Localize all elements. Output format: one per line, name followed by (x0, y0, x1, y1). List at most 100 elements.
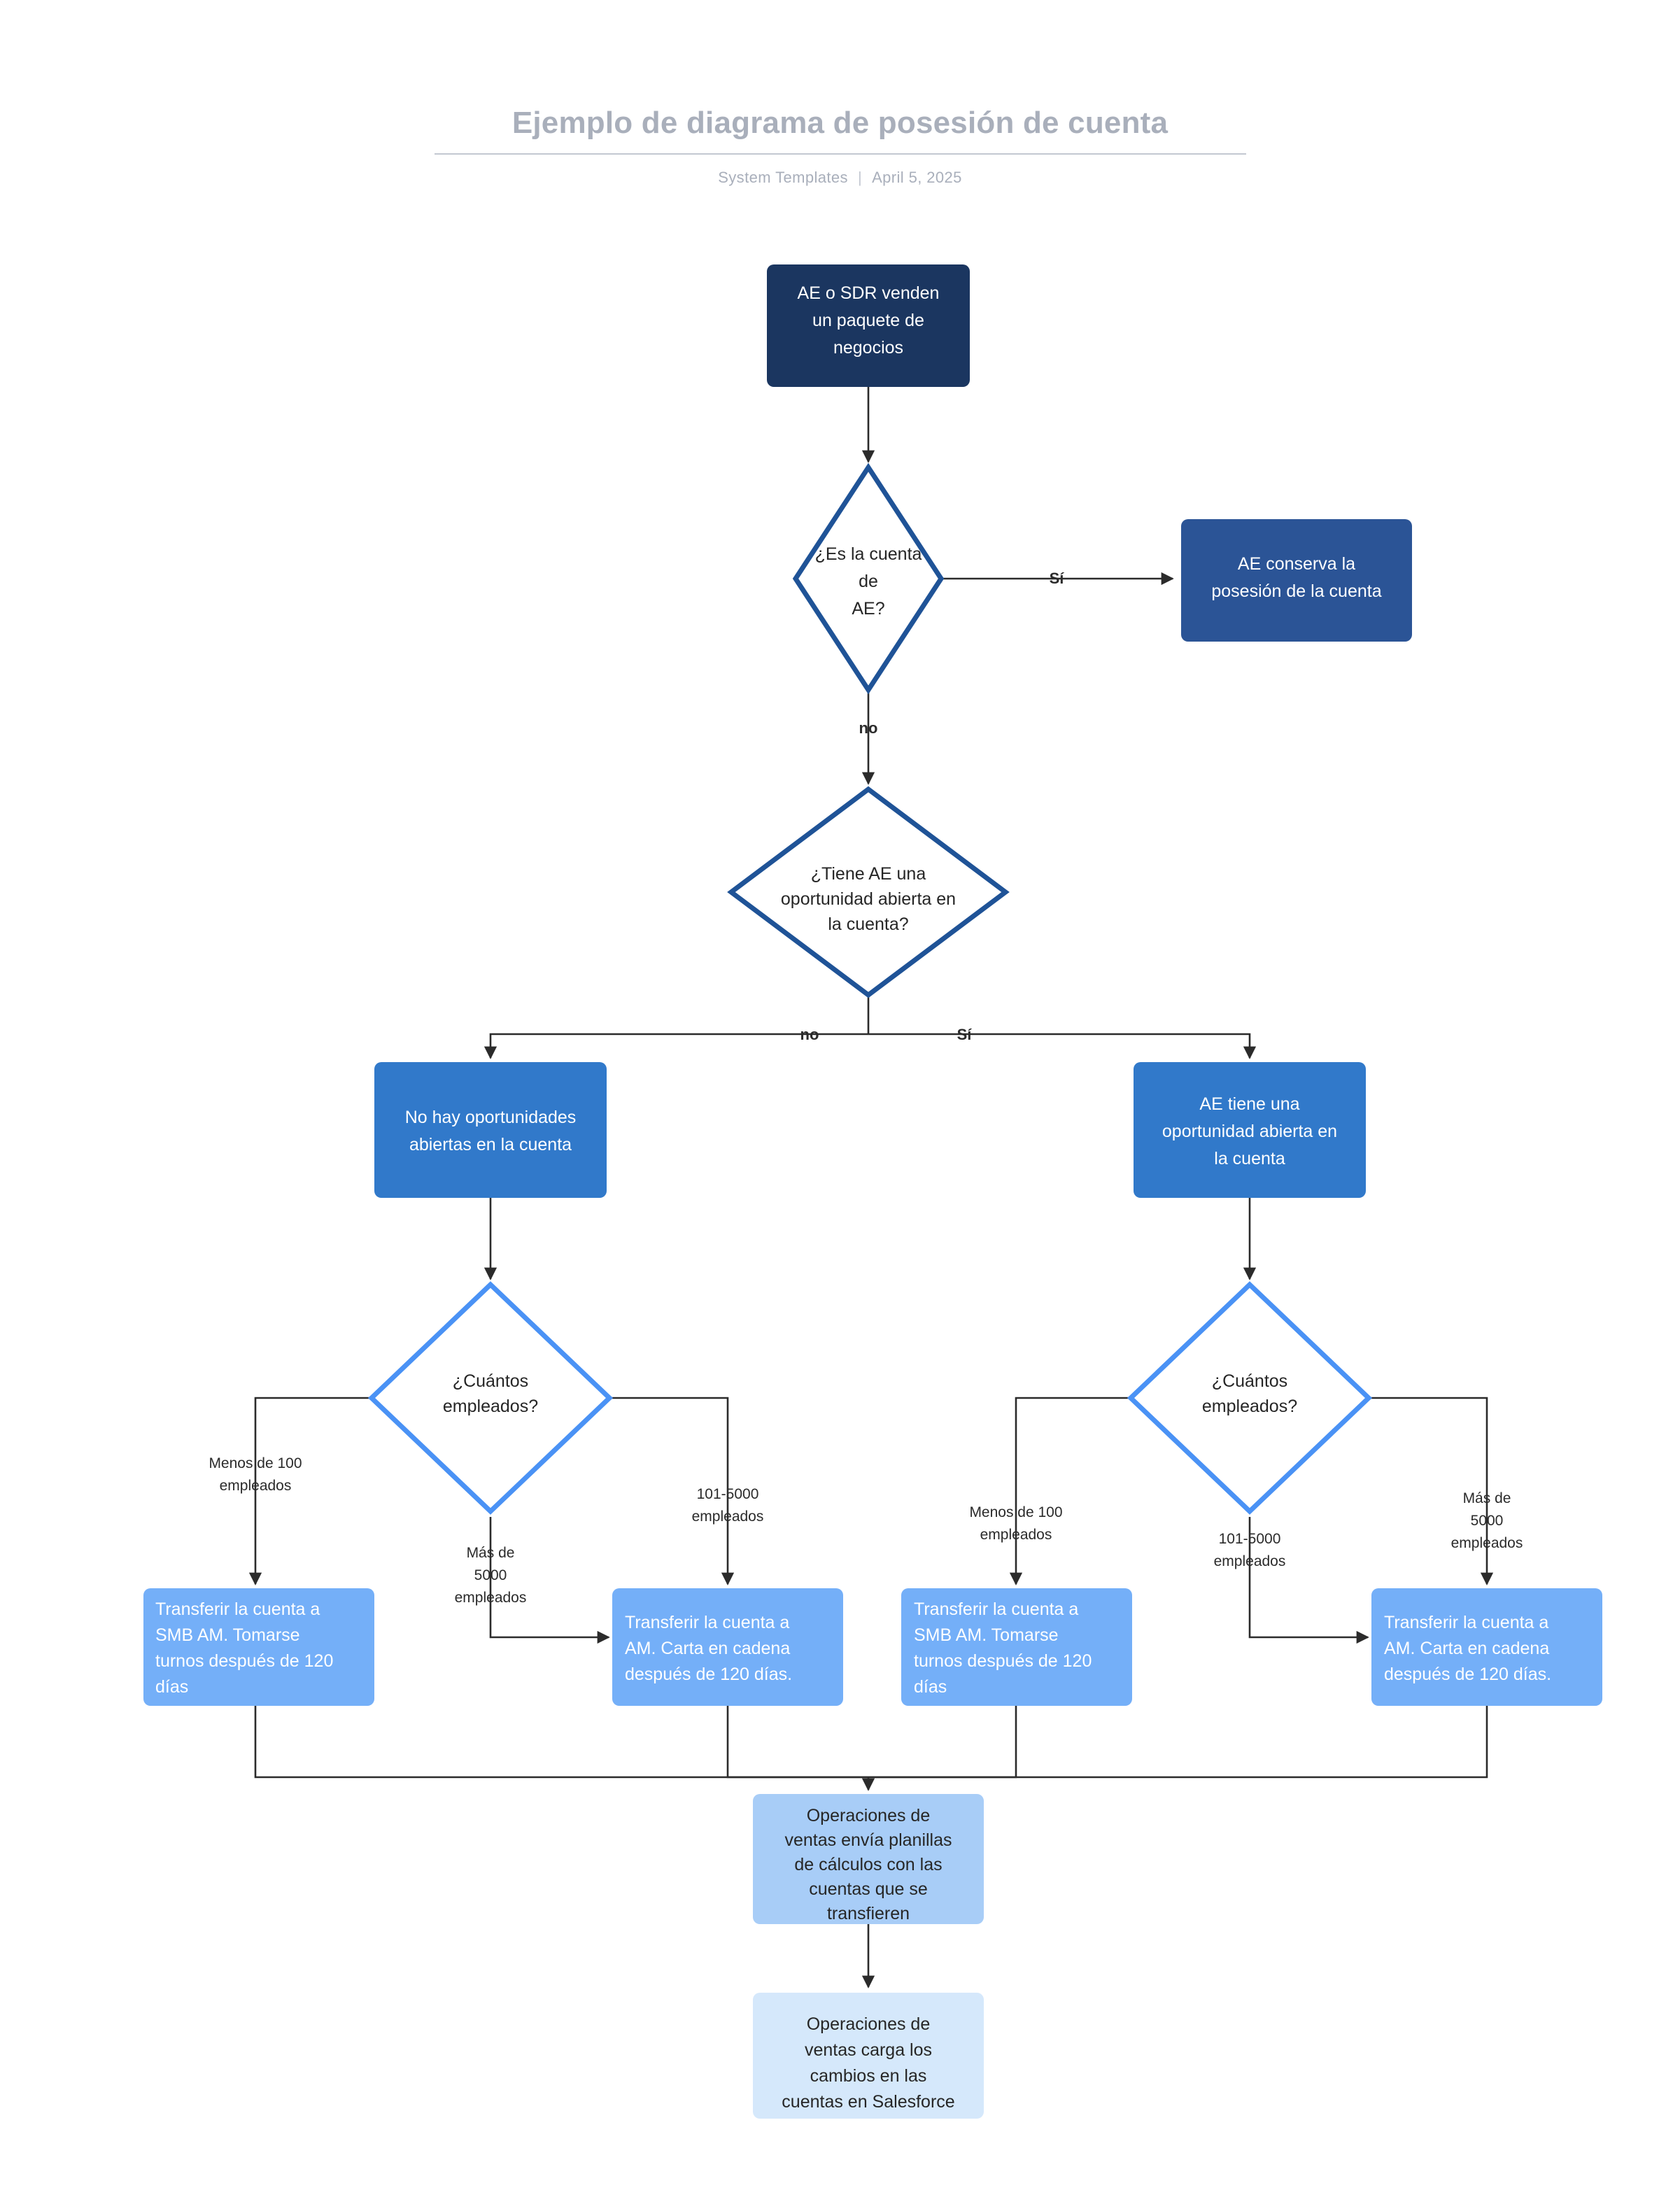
node-transfer-smb-left[interactable]: Transferir la cuenta a SMB AM. Tomarse t… (143, 1588, 374, 1706)
edge-label-right-gt5000: Más de 5000 empleados (1451, 1490, 1523, 1551)
svg-text:5000: 5000 (474, 1567, 507, 1583)
node-open-opp-line: oportunidad abierta en (781, 889, 956, 909)
edge-label-owner-no: no (859, 719, 878, 737)
node-salesforce-line: Operaciones de (807, 2014, 931, 2034)
node-sales-ops-sheet-line: de cálculos con las (794, 1855, 942, 1874)
node-transfer-smb-left-line: Transferir la cuenta a (155, 1599, 320, 1619)
edge-label-right-101-5000: 101-5000 empleados (1214, 1531, 1286, 1569)
node-no-opps-line: No hay oportunidades (405, 1108, 577, 1127)
node-has-opp-line: AE tiene una (1199, 1094, 1299, 1114)
svg-text:empleados: empleados (1214, 1553, 1286, 1569)
node-has-open-opportunity[interactable]: AE tiene una oportunidad abierta en la c… (1134, 1062, 1366, 1198)
edge-left-lt100 (248, 1397, 372, 1585)
node-decision-employees-left[interactable]: ¿Cuántos empleados? (367, 1281, 614, 1515)
edge-label-opp-yes: Sí (957, 1026, 973, 1043)
node-transfer-am-left[interactable]: Transferir la cuenta a AM. Carta en cade… (612, 1588, 843, 1706)
node-transfer-am-right-line: AM. Carta en cadena (1384, 1639, 1549, 1658)
node-transfer-am-left-line: después de 120 días. (625, 1665, 792, 1684)
node-employees-right-line: empleados? (1202, 1397, 1297, 1416)
node-sales-ops-sheet-line: transfieren (827, 1904, 910, 1923)
svg-text:empleados: empleados (980, 1527, 1052, 1543)
edge-label-left-lt100: Menos de 100 empleados (209, 1455, 302, 1494)
node-has-opp-line: oportunidad abierta en (1162, 1122, 1337, 1141)
edge-label-owner-yes: Sí (1050, 570, 1065, 587)
node-ae-keeps-line: posesión de la cuenta (1211, 581, 1381, 601)
node-employees-right-line: ¿Cuántos (1212, 1371, 1287, 1391)
edge-label-opp-no: no (800, 1026, 819, 1043)
edge-right-lt100 (1009, 1397, 1131, 1585)
node-transfer-am-left-line: Transferir la cuenta a (625, 1613, 789, 1632)
edge-label-left-101-5000: 101-5000 empleados (692, 1486, 764, 1525)
edge-merge-1 (254, 1706, 868, 1779)
node-transfer-smb-right-line: días (914, 1677, 947, 1697)
node-transfer-am-left-line: AM. Carta en cadena (625, 1639, 790, 1658)
byline-date: April 5, 2025 (872, 168, 962, 186)
node-employees-left-line: empleados? (443, 1397, 538, 1416)
node-transfer-smb-right-line: SMB AM. Tomarse (914, 1625, 1059, 1645)
svg-text:empleados: empleados (220, 1478, 292, 1494)
svg-text:empleados: empleados (1451, 1535, 1523, 1551)
node-transfer-smb-left-line: turnos después de 120 (155, 1651, 333, 1671)
node-no-opps-line: abiertas en la cuenta (409, 1135, 572, 1154)
edge-left-101-5000 (609, 1397, 735, 1585)
node-owner-line: ¿Es la cuenta (815, 544, 922, 564)
node-sales-ops-spreadsheet[interactable]: Operaciones de ventas envía planillas de… (753, 1794, 984, 1924)
node-transfer-smb-right-line: turnos después de 120 (914, 1651, 1092, 1671)
node-transfer-smb-right[interactable]: Transferir la cuenta a SMB AM. Tomarse t… (901, 1588, 1132, 1706)
svg-text:Menos de 100: Menos de 100 (969, 1504, 1062, 1520)
node-sales-ops-salesforce[interactable]: Operaciones de ventas carga los cambios … (753, 1993, 984, 2119)
node-salesforce-line: cuentas en Salesforce (782, 2092, 954, 2112)
edge-left-gt5000 (489, 1517, 610, 1644)
byline-author: System Templates (718, 168, 848, 186)
node-start-line: un paquete de (812, 311, 924, 330)
title-divider (434, 153, 1246, 155)
node-transfer-am-right[interactable]: Transferir la cuenta a AM. Carta en cade… (1371, 1588, 1602, 1706)
document-header: Ejemplo de diagrama de posesión de cuent… (0, 105, 1680, 187)
edge-merge-3 (868, 1706, 1017, 1779)
node-start-line: negocios (833, 338, 903, 358)
node-transfer-smb-left-line: SMB AM. Tomarse (155, 1625, 300, 1645)
edge-label-left-gt5000: Más de 5000 empleados (455, 1545, 527, 1606)
node-decision-account-owner[interactable]: ¿Es la cuenta de AE? (792, 462, 945, 695)
svg-text:empleados: empleados (692, 1509, 764, 1525)
node-employees-left-line: ¿Cuántos (453, 1371, 528, 1391)
svg-text:101-5000: 101-5000 (697, 1486, 759, 1502)
node-no-open-opportunities[interactable]: No hay oportunidades abiertas en la cuen… (374, 1062, 607, 1198)
page-title: Ejemplo de diagrama de posesión de cuent… (511, 106, 1169, 140)
byline-separator: | (857, 168, 863, 186)
node-decision-open-opportunity[interactable]: ¿Tiene AE una oportunidad abierta en la … (727, 786, 1010, 998)
node-owner-line: de (859, 572, 878, 591)
svg-text:Más de: Más de (1463, 1490, 1511, 1506)
node-owner-line: AE? (852, 599, 884, 619)
node-sales-ops-sheet-line: Operaciones de (807, 1806, 931, 1825)
svg-text:Menos de 100: Menos de 100 (209, 1455, 302, 1471)
edges-layer (248, 387, 1494, 1988)
edge-bus-left (483, 1033, 868, 1059)
node-transfer-smb-left-line: días (155, 1677, 188, 1697)
document-byline: System Templates | April 5, 2025 (0, 169, 1680, 187)
node-sales-ops-sheet-line: cuentas que se (809, 1879, 928, 1899)
node-open-opp-line: ¿Tiene AE una (811, 864, 926, 884)
node-has-opp-line: la cuenta (1214, 1149, 1285, 1168)
svg-text:empleados: empleados (455, 1590, 527, 1606)
edge-right-gt5000 (1369, 1397, 1494, 1585)
node-ae-keeps-ownership[interactable]: AE conserva la posesión de la cuenta (1181, 519, 1412, 642)
svg-text:5000: 5000 (1471, 1513, 1504, 1529)
node-transfer-smb-right-line: Transferir la cuenta a (914, 1599, 1078, 1619)
node-transfer-am-right-line: Transferir la cuenta a (1384, 1613, 1548, 1632)
node-start-line: AE o SDR venden (798, 283, 940, 303)
edge-labels-layer: Sí no no Sí Menos de 100 empleados Más d… (209, 570, 1523, 1606)
node-transfer-am-right-line: después de 120 días. (1384, 1665, 1551, 1684)
node-sales-ops-sheet-line: ventas envía planillas (784, 1830, 952, 1850)
svg-text:Más de: Más de (467, 1545, 515, 1561)
node-decision-employees-right[interactable]: ¿Cuántos empleados? (1127, 1281, 1373, 1515)
edge-label-right-lt100: Menos de 100 empleados (969, 1504, 1062, 1543)
node-ae-keeps-line: AE conserva la (1238, 554, 1355, 574)
edge-bus-right (868, 1033, 1257, 1059)
node-start[interactable]: AE o SDR venden un paquete de negocios (767, 264, 970, 387)
svg-text:101-5000: 101-5000 (1219, 1531, 1281, 1547)
edge-right-101-5000 (1248, 1517, 1369, 1644)
edge-merge-2 (726, 1706, 868, 1779)
